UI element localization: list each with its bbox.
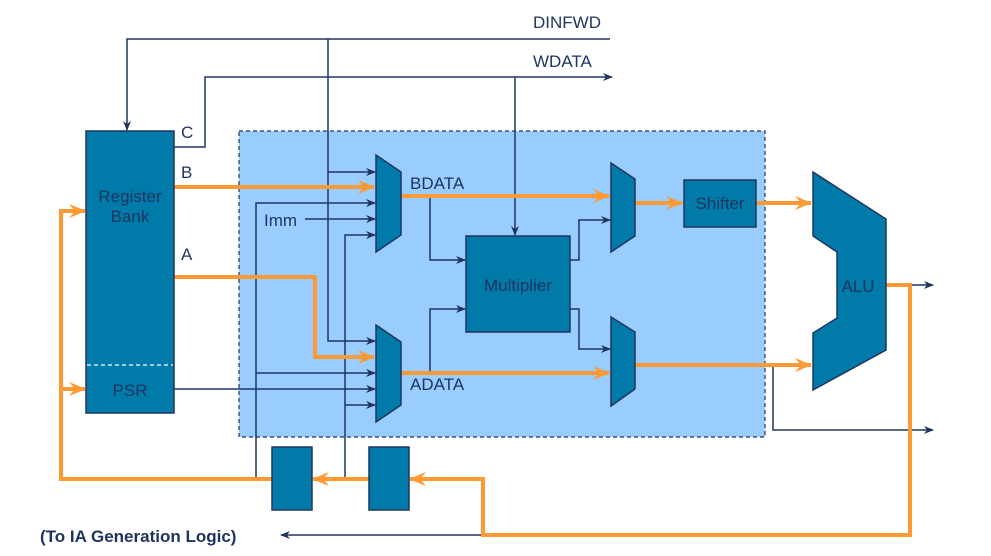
a-operand-mux [375, 323, 402, 424]
pipeline-register-1 [271, 446, 313, 511]
ia-generation-note: (To IA Generation Logic) [40, 527, 236, 546]
port-c-label: C [181, 123, 193, 142]
register-bank-label-line2: Bank [111, 207, 150, 226]
port-a-label: A [181, 245, 193, 264]
b-operand-mux [375, 153, 402, 254]
multiplier-label: Multiplier [484, 276, 552, 295]
alu-block: ALU [812, 170, 887, 392]
dinfwd-label: DINFWD [533, 13, 601, 32]
register-bank: Register Bank PSR [85, 130, 175, 414]
shifter-label: Shifter [695, 194, 744, 213]
shifter-input-mux [610, 161, 636, 254]
data-buses [59, 180, 912, 537]
alu-label: ALU [841, 277, 874, 296]
adata-label: ADATA [410, 375, 465, 394]
bdata-label: BDATA [410, 174, 465, 193]
multiplier-block: Multiplier [465, 235, 571, 333]
register-bank-label-line1: Register [98, 187, 162, 206]
control-wires [123, 38, 934, 539]
port-b-label: B [181, 163, 192, 182]
imm-label: Imm [264, 211, 297, 230]
psr-label: PSR [113, 381, 148, 400]
alu-a-input-mux [610, 315, 636, 408]
wdata-label: WDATA [533, 52, 593, 71]
shifter-block: Shifter [683, 179, 757, 228]
pipeline-register-2 [368, 446, 410, 511]
